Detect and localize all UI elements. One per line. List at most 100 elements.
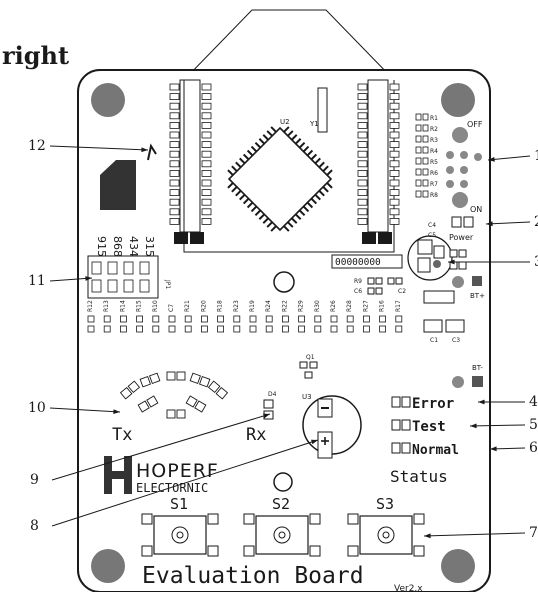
cap-label-c3: C3 [452,337,460,344]
antenna-chip [100,160,136,210]
board-version: Ver2.x [394,584,423,592]
battery-socket: U3 [302,393,362,459]
freq-label-315: 315 [143,236,156,257]
led-normal-label: Normal [412,443,459,458]
rx-label: Rx [246,425,266,445]
mcu-chip: U2 [227,118,333,232]
led-test-label: Test [412,419,446,435]
tx-label: Tx [112,425,132,445]
row-resistor-label: R12 [87,300,94,312]
chip-pins [227,126,333,232]
row-resistor-label: R21 [184,300,191,312]
callout-number: 7 [529,525,538,541]
crystal-label: Y1 [309,120,319,128]
button-label: S2 [272,495,290,513]
crystal: Y1 [309,87,328,133]
status-leds: Error Test Normal Status [390,396,459,486]
callout-number: 1 [534,148,538,164]
digits-box: 00000000 [331,254,403,269]
q1-label: Q1 [306,354,315,361]
mounting-holes [91,83,475,583]
brand-sub: ELECTORNIC [136,481,208,495]
row-resistor-label: R16 [379,300,386,312]
row-resistor-label: R27 [362,300,369,312]
row-resistor-label: R20 [200,300,207,312]
power-off-label: OFF [467,120,483,129]
hoperf-logo: HOPERF ELECTORNIC [104,456,218,495]
callout-number: 9 [30,472,39,488]
freq-label-915: 915 [95,236,108,257]
row-resistor-label: R24 [265,300,272,312]
pin-marker [147,143,157,161]
power-section: OFF ON Power C4 C5 [428,120,483,242]
freq-label-434: 434 [127,236,140,257]
jp-label: JP1 [164,279,171,289]
row-resistor-label: R14 [119,300,126,312]
callout-number: 4 [529,394,538,410]
cap-label-c4: C4 [428,222,436,229]
callout-number: 10 [28,400,46,416]
resistor-label: R3 [430,137,438,144]
row-resistor-label: R13 [103,300,110,312]
callout-number: 2 [534,214,538,230]
callout-number: 5 [529,417,538,433]
row-resistor-label: R18 [217,300,224,312]
mounting-hole [91,549,125,583]
callout-number: 6 [529,440,538,456]
resistor-label: R4 [430,148,438,155]
regulator-section: BT+ C1 C3 R9 C6 C2 [354,235,485,344]
callout-number: 3 [534,254,538,270]
rf-module [169,79,400,253]
row-resistor-label: R29 [298,300,305,312]
row-resistor-label: R19 [249,300,256,312]
mounting-hole [91,83,125,117]
jumper-cells [91,261,150,293]
button-label: S3 [376,495,394,513]
battery-minus: BT- [452,364,483,388]
callout-number: 11 [28,273,46,289]
resistor-label: R2 [430,126,438,133]
row-resistor-label: R15 [136,300,143,312]
resistor-label: R7 [430,181,438,188]
battery-minus-label: BT- [472,364,483,372]
resistor-label: R8 [430,192,438,199]
row-resistor-label: C7 [168,304,175,312]
power-label: Power [449,233,474,242]
digits-text: 00000000 [335,257,381,268]
freq-label-868: 868 [111,236,124,257]
cap-label-c1: C1 [430,337,438,344]
tx-led-arc [119,371,229,419]
resistor-label: R1 [430,115,438,122]
push-buttons: S1 S2 S3 [141,495,425,557]
resistor-label: R6 [430,170,438,177]
cap-label-c2: C2 [398,288,406,295]
callouts: 123456789101112 [28,138,538,541]
mounting-hole [441,549,475,583]
power-switch-dots [446,151,482,188]
board-title: Evaluation Board [142,563,364,589]
power-switch-hole [452,192,468,208]
frequency-selector: 915 868 434 315 JP1 [87,236,171,299]
row-resistor-label: R28 [346,300,353,312]
chip-label: U2 [280,118,290,126]
transistor-q1: Q1 [299,354,318,379]
resistor-label: R5 [430,159,438,166]
battery-plus-label: BT+ [470,292,485,300]
row-resistor-label: R22 [281,300,288,312]
power-switch-hole [452,127,468,143]
button-label: S1 [170,495,188,513]
antenna-outline [183,9,395,81]
row-resistor-label: R10 [152,300,159,312]
row-resistor-label: R23 [233,300,240,312]
callout-number: 12 [28,138,46,154]
led-error-label: Error [412,396,454,412]
resistor-row: R12 R13 R14 R15 R10 C7 R21 R20 R18 R23 R19 R24 R22 R2… [87,300,403,333]
row-resistor-label: R30 [314,300,321,312]
heading-fragment: right [2,41,69,70]
res-label-r9: R9 [354,278,362,285]
row-resistor-label: R26 [330,300,337,312]
pad-hole [273,472,293,492]
mounting-hole [441,83,475,117]
